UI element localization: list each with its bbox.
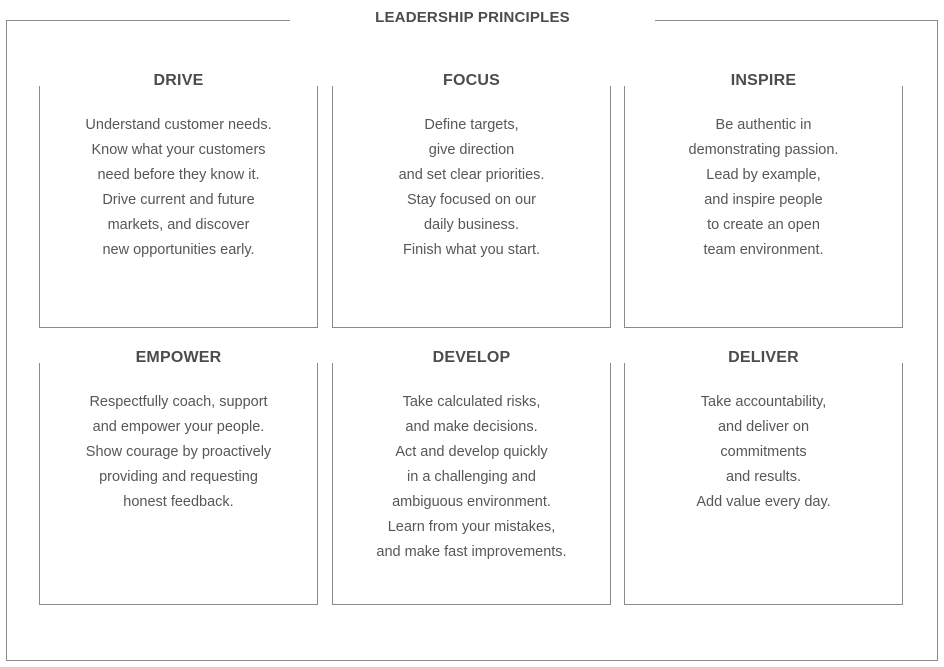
panel-line: Finish what you start. [403, 242, 540, 258]
outer-frame [6, 20, 938, 661]
panel-title: DRIVE [40, 72, 317, 90]
panel-line: and set clear priorities. [398, 167, 545, 183]
panel-line: and deliver on [717, 419, 810, 435]
panel-title: DELIVER [625, 349, 902, 367]
panel-title: FOCUS [333, 72, 610, 90]
panel-line: Show courage by proactively [85, 444, 272, 460]
principle-panel-drive: DRIVE Understand customer needs. Know wh… [39, 72, 318, 328]
panel-body: Be authentic in demonstrating passion. L… [625, 86, 902, 263]
panel-line: providing and requesting [99, 469, 258, 485]
board-title: LEADERSHIP PRINCIPLES [375, 9, 570, 26]
panel-line: honest feedback. [123, 494, 234, 510]
panel-line: Take calculated risks, [402, 394, 541, 410]
panel-line: in a challenging and [407, 469, 536, 485]
panel-line: new opportunities early. [102, 242, 255, 258]
panel-line: Stay focused on our [407, 192, 536, 208]
panel-body: Respectfully coach, support and empower … [40, 363, 317, 515]
panel-line: and inspire people [704, 192, 823, 208]
panel-line: give direction [428, 142, 515, 158]
principle-panel-deliver: DELIVER Take accountability, and deliver… [624, 349, 903, 605]
panel-body: Define targets, give direction and set c… [333, 86, 610, 263]
principles-grid: DRIVE Understand customer needs. Know wh… [39, 72, 903, 606]
panel-title: DEVELOP [333, 349, 610, 367]
panel-line: ambiguous environment. [392, 494, 551, 510]
panel-line: Define targets, [424, 117, 519, 133]
principle-panel-empower: EMPOWER Respectfully coach, support and … [39, 349, 318, 605]
panel-line: Lead by example, [706, 167, 821, 183]
panel-line: and make decisions. [405, 419, 538, 435]
panel-line: Respectfully coach, support [89, 394, 268, 410]
outer-frame-top-right-rule [655, 20, 938, 21]
panel-line: Take accountability, [700, 394, 827, 410]
panel-title: EMPOWER [40, 349, 317, 367]
panel-line: daily business. [423, 217, 520, 233]
panel-line: demonstrating passion. [688, 142, 839, 158]
panel-line: and make fast improvements. [376, 544, 567, 560]
panel-line: Be authentic in [715, 117, 812, 133]
panel-line: Add value every day. [696, 494, 831, 510]
panel-line: and results. [726, 469, 801, 485]
panel-line: need before they know it. [97, 167, 260, 183]
panel-body: Take accountability, and deliver on comm… [625, 363, 902, 515]
panel-line: Act and develop quickly [395, 444, 548, 460]
principle-panel-inspire: INSPIRE Be authentic in demonstrating pa… [624, 72, 903, 328]
panel-line: commitments [720, 444, 807, 460]
panel-line: team environment. [703, 242, 824, 258]
panel-line: and empower your people. [92, 419, 265, 435]
panel-line: Know what your customers [91, 142, 266, 158]
panel-title: INSPIRE [625, 72, 902, 90]
panel-line: markets, and discover [107, 217, 250, 233]
principle-panel-develop: DEVELOP Take calculated risks, and make … [332, 349, 611, 605]
panel-body: Understand customer needs. Know what you… [40, 86, 317, 263]
panel-line: Drive current and future [102, 192, 255, 208]
panel-line: Learn from your mistakes, [387, 519, 556, 535]
outer-frame-top-left-rule [6, 20, 290, 21]
panel-body: Take calculated risks, and make decision… [333, 363, 610, 565]
panel-line: Understand customer needs. [85, 117, 272, 133]
principle-panel-focus: FOCUS Define targets, give direction and… [332, 72, 611, 328]
panel-line: to create an open [707, 217, 820, 233]
